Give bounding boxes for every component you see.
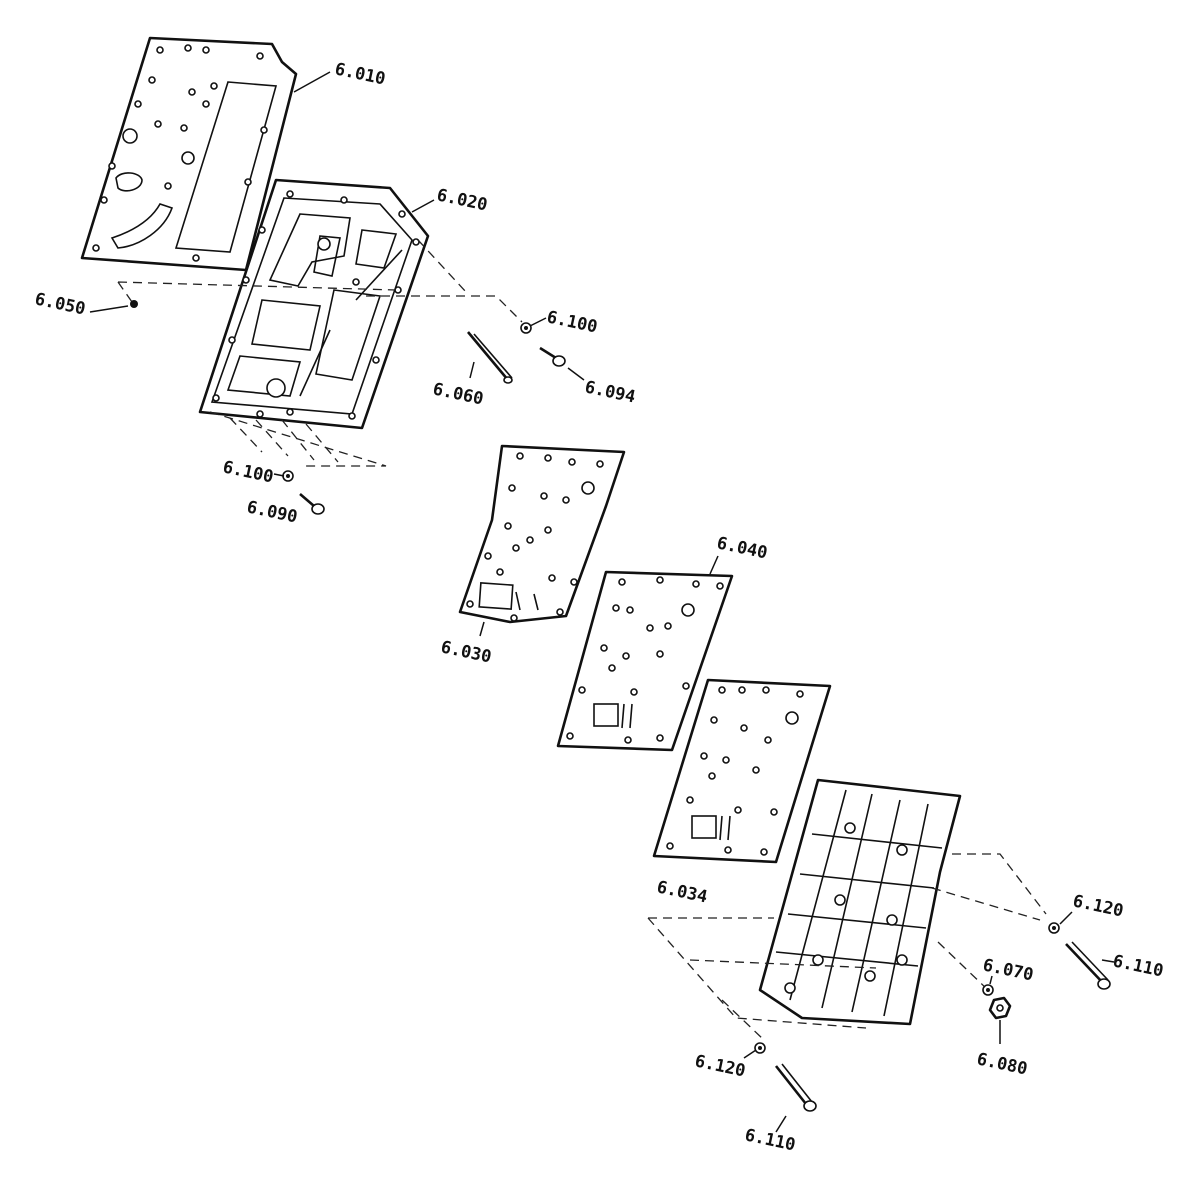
pin-6060 (467, 331, 513, 384)
callout-labels: 6.010 6.020 6.050 6.100 6.060 6.094 6.10… (33, 59, 1165, 1155)
callout-6010: 6.010 (333, 59, 387, 89)
callout-6034: 6.034 (655, 877, 709, 907)
callout-6080: 6.080 (975, 1049, 1029, 1079)
leader-lines (89, 71, 1115, 1133)
bolt-6110-right (1065, 941, 1111, 990)
callout-6070: 6.070 (981, 955, 1035, 985)
bolt-6110-left (774, 1063, 817, 1112)
alignment-lines-upper (117, 239, 523, 467)
callout-6040: 6.040 (715, 533, 769, 563)
check-ball-6050 (130, 300, 138, 308)
screw-6090 (299, 493, 325, 515)
callout-6100-upper: 6.100 (545, 307, 599, 337)
callout-6090: 6.090 (245, 497, 299, 527)
nut-6080 (988, 996, 1012, 1020)
intermediate-plate-6034 (652, 678, 832, 864)
screw-6094 (539, 346, 566, 367)
callout-6030: 6.030 (439, 637, 493, 667)
washer-6120-left (754, 1042, 766, 1054)
washer-6100-upper (520, 322, 532, 334)
washer-6120-right (1048, 922, 1060, 934)
callout-6120-right: 6.120 (1071, 891, 1125, 921)
cover-plate-6010 (80, 36, 298, 272)
callout-6110-right: 6.110 (1111, 951, 1165, 981)
upper-valve-body-6020 (198, 178, 430, 430)
callout-6100-lower: 6.100 (221, 457, 275, 487)
alignment-lines-lower (647, 853, 1047, 1041)
callout-6094: 6.094 (583, 377, 637, 407)
callout-6120-left: 6.120 (693, 1051, 747, 1081)
gasket-plate-6030 (458, 444, 626, 624)
callout-6110-left: 6.110 (743, 1125, 797, 1155)
lower-valve-body (758, 778, 962, 1026)
callout-6020: 6.020 (435, 185, 489, 215)
separator-plate-6040 (556, 570, 734, 752)
callout-6050: 6.050 (33, 289, 87, 319)
washer-6100-lower (282, 470, 294, 482)
washer-6070 (982, 984, 994, 996)
callout-6060: 6.060 (431, 379, 485, 409)
